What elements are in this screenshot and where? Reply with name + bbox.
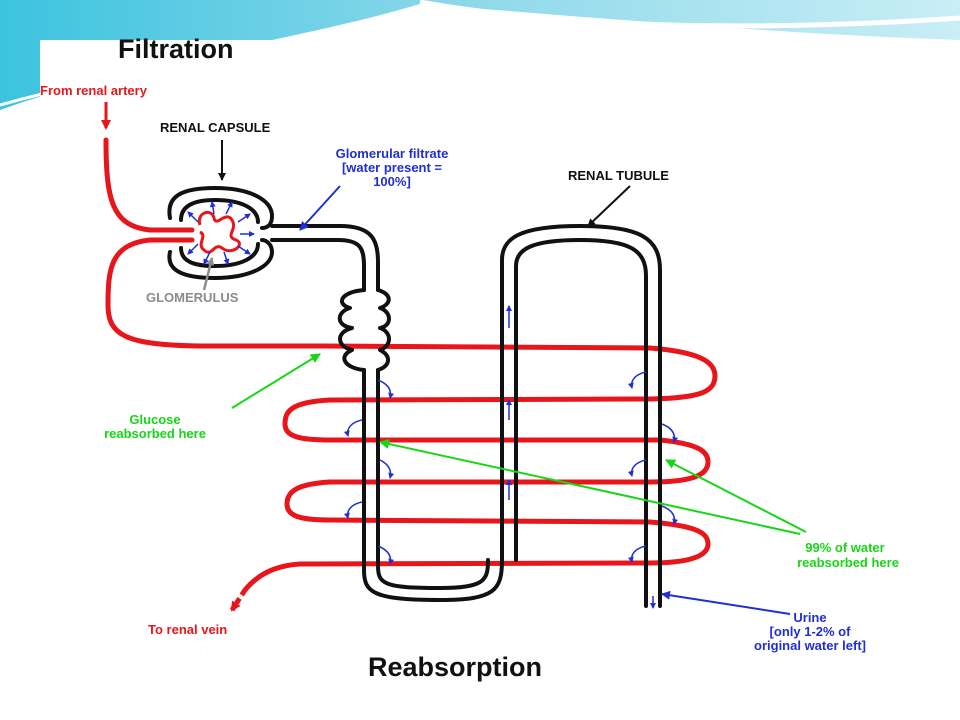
label-urine-2: [only 1-2% of xyxy=(770,624,852,639)
pointer-glomerulus xyxy=(202,257,215,291)
label-renal-capsule: RENAL CAPSULE xyxy=(160,120,271,135)
filtration-arrows xyxy=(187,201,255,265)
pointer-glomerular-filtrate xyxy=(299,185,341,231)
label-water-1: 99% of water xyxy=(805,540,884,555)
label-glomerular-filtrate-1: Glomerular filtrate xyxy=(336,146,449,161)
red-arrow-to-vein xyxy=(229,588,248,612)
pointer-water-2 xyxy=(665,459,807,533)
label-renal-vein: To renal vein xyxy=(148,622,227,637)
glomerulus xyxy=(197,210,241,254)
label-glomerular-filtrate-3: 100%] xyxy=(373,174,411,189)
pointer-glucose xyxy=(231,353,321,409)
label-glomerular-filtrate-2: [water present = xyxy=(342,160,442,175)
blood-vessel xyxy=(103,137,718,593)
renal-tubule xyxy=(270,224,662,608)
label-glomerulus: GLOMERULUS xyxy=(146,290,239,305)
pointer-renal-tubule xyxy=(587,185,631,227)
flow-arrows xyxy=(506,305,656,609)
label-renal-artery: From renal artery xyxy=(40,83,148,98)
label-urine-1: Urine xyxy=(793,610,826,625)
pointer-water-1 xyxy=(379,439,801,535)
label-renal-tubule: RENAL TUBULE xyxy=(568,168,669,183)
pointer-urine xyxy=(661,590,791,615)
white-swoosh-line xyxy=(419,0,960,29)
teal-swoosh-band xyxy=(0,0,960,110)
title-filtration: Filtration xyxy=(118,34,234,64)
label-water-2: reabsorbed here xyxy=(797,555,899,570)
renal-capsule xyxy=(167,185,275,281)
label-urine-3: original water left] xyxy=(754,638,866,653)
label-glucose-2: reabsorbed here xyxy=(104,426,206,441)
label-glucose-1: Glucose xyxy=(129,412,180,427)
reabsorption-arrows xyxy=(343,371,679,565)
title-reabsorption: Reabsorption xyxy=(368,652,542,682)
